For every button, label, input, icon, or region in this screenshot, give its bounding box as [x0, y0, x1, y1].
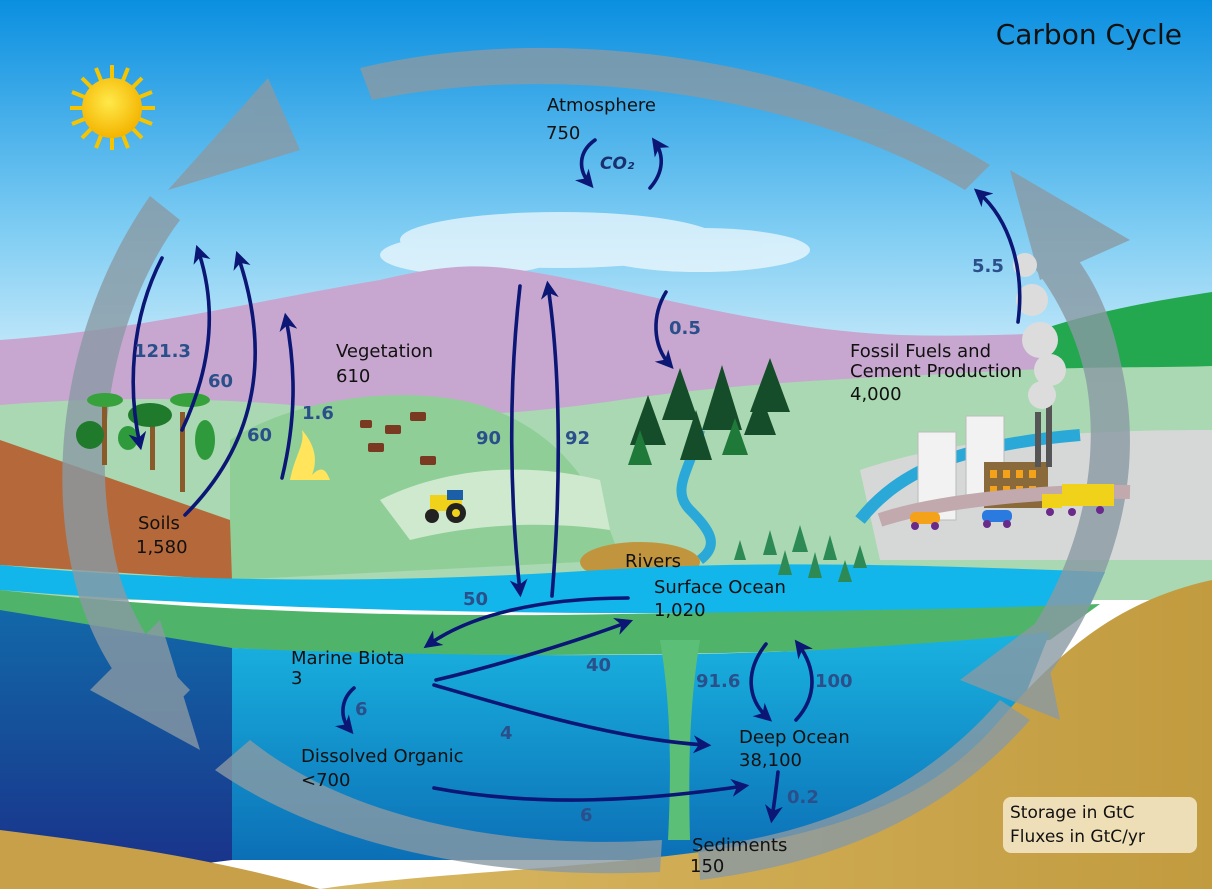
flux-label-0-5: 0.5	[669, 318, 701, 339]
vegetation-label: Vegetation	[336, 341, 433, 362]
atmosphere-label: Atmosphere	[547, 95, 656, 116]
flux-label-1-6: 1.6	[302, 403, 334, 424]
surface-ocean-value: 1,020	[654, 600, 706, 621]
fossil-label-line1: Fossil Fuels and	[850, 341, 991, 362]
legend-box: Storage in GtC Fluxes in GtC/yr	[1003, 797, 1197, 853]
flux-label-90: 90	[476, 428, 501, 449]
flux-label-60b: 60	[247, 425, 272, 446]
diagram-title: Carbon Cycle	[996, 18, 1182, 51]
legend-storage: Storage in GtC	[1010, 803, 1135, 823]
flux-label-91-6: 91.6	[696, 671, 740, 692]
cycle-arrows	[62, 47, 1130, 880]
tree-icon	[76, 393, 215, 492]
soils-label: Soils	[138, 513, 180, 534]
smoke-icon	[1013, 253, 1066, 409]
flux-label-40: 40	[586, 655, 611, 676]
marine-biota-label: Marine Biota	[291, 648, 405, 669]
flux-label-60a: 60	[208, 371, 233, 392]
marine-biota-value: 3	[291, 668, 302, 689]
wetland-plants	[734, 525, 867, 582]
flux-label-6b: 6	[580, 805, 593, 826]
car-icon	[910, 510, 1012, 530]
flux-label-100: 100	[815, 671, 853, 692]
soils-value: 1,580	[136, 537, 188, 558]
conifer-trees	[628, 358, 790, 465]
seabed-left	[0, 830, 320, 889]
flux-label-50: 50	[463, 589, 488, 610]
cow-icon	[360, 412, 436, 465]
deep-ocean-block	[232, 632, 1050, 860]
downwelling-column	[660, 640, 700, 840]
clouds	[380, 212, 810, 275]
dissolved-organic-label: Dissolved Organic	[301, 746, 464, 767]
fire-icon	[290, 430, 330, 480]
thermocline-band	[0, 590, 1100, 655]
atmosphere-value: 750	[546, 123, 580, 144]
seabed-sand	[320, 580, 1212, 889]
sediments-value: 150	[690, 856, 724, 877]
fossil-value: 4,000	[850, 384, 902, 405]
rivers-label: Rivers	[625, 551, 681, 572]
flux-arrows	[128, 137, 1022, 824]
fossil-label-line2: Cement Production	[850, 361, 1022, 382]
flux-label-121-3: 121.3	[134, 341, 191, 362]
vegetation-value: 610	[336, 366, 370, 387]
surface-ocean-label: Surface Ocean	[654, 577, 786, 598]
deep-ocean-value: 38,100	[739, 750, 802, 771]
flux-label-6a: 6	[355, 699, 368, 720]
flux-label-0-2: 0.2	[787, 787, 819, 808]
co2-label: CO₂	[600, 154, 635, 174]
flux-label-4: 4	[500, 723, 513, 744]
truck-icon	[1042, 484, 1114, 516]
dissolved-organic-value: <700	[301, 770, 350, 791]
soil-cliff	[0, 440, 232, 580]
tractor-icon	[425, 490, 466, 523]
flux-label-5-5: 5.5	[972, 256, 1004, 277]
flux-label-92: 92	[565, 428, 590, 449]
farm-fields	[380, 469, 610, 540]
sediments-label: Sediments	[692, 835, 787, 856]
sun-icon	[70, 65, 155, 150]
deep-ocean-label: Deep Ocean	[739, 727, 850, 748]
legend-fluxes: Fluxes in GtC/yr	[1010, 827, 1145, 847]
